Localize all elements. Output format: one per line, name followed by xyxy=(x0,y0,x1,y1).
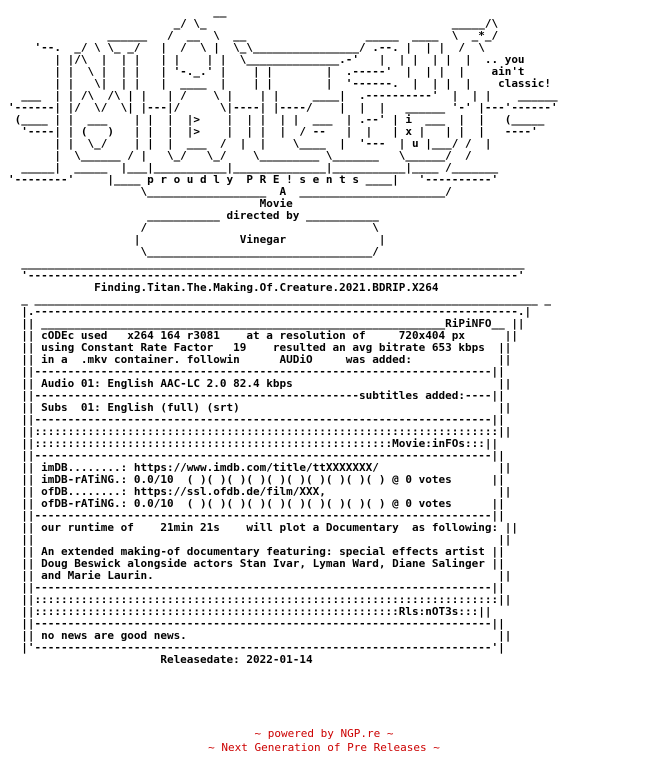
footer: ~ powered by NGP.re ~ ~ Next Generation … xyxy=(0,727,648,755)
footer-tagline: ~ Next Generation of Pre Releases ~ xyxy=(208,741,440,754)
nfo-ascii-art: __ _/ \_ _____/\ ______ / __ \ __ _____ … xyxy=(8,5,558,666)
footer-powered-by: ~ powered by NGP.re ~ xyxy=(254,727,394,740)
